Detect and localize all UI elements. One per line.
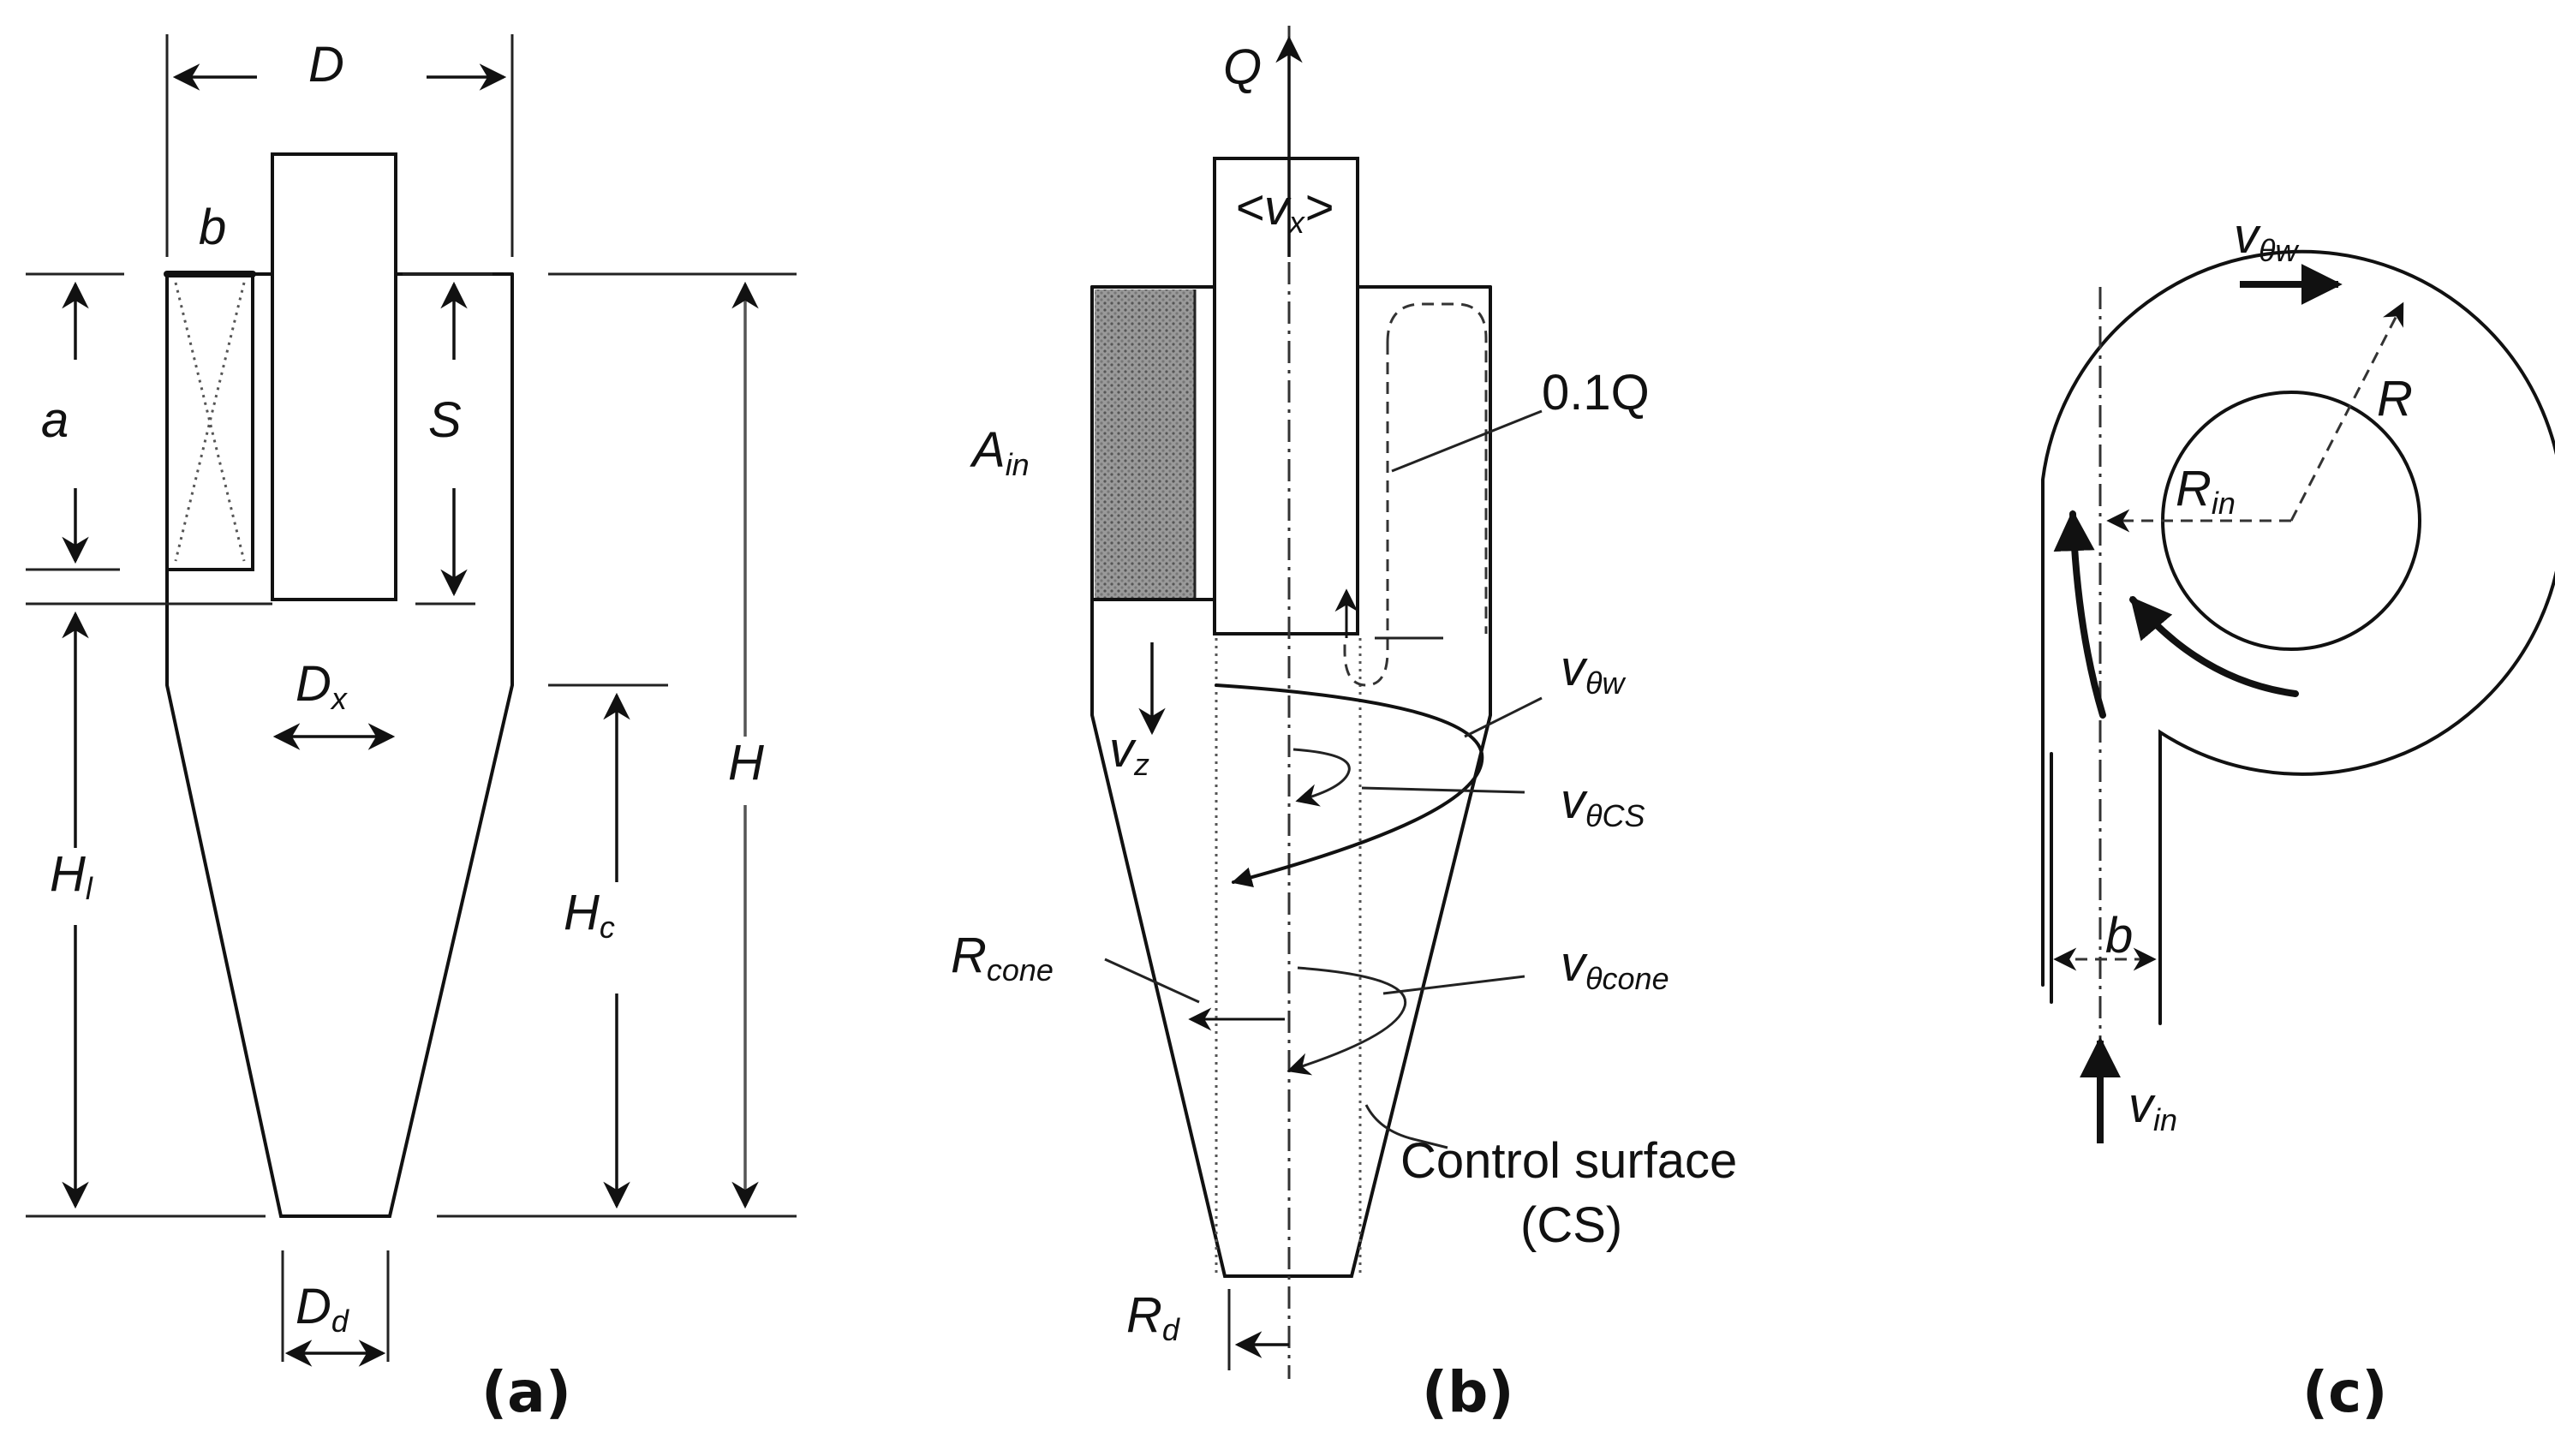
label-vtw-c: vθw [2234,208,2300,268]
label-Hc: Hc [564,885,615,945]
vortex-finder-a [271,152,397,601]
label-vz: vz [1109,722,1149,782]
label-vx: <vx> [1235,180,1334,240]
label-vtcone: vθcone [1561,936,1669,996]
label-b-c: b [2105,908,2133,964]
cyclone-a-outline [165,272,514,1218]
label-Rd: Rd [1126,1287,1180,1347]
label-01Q: 0.1Q [1542,365,1650,421]
vortex-finder-b [1213,157,1359,636]
label-vtcs: vθCS [1561,773,1645,833]
label-Dx: Dx [295,656,349,716]
label-a: a [41,392,69,448]
label-Ain: Ain [970,422,1030,482]
scroll-outline [2041,249,2555,1025]
label-control-surface: Control surface [1400,1133,1737,1189]
label-D: D [308,37,344,92]
label-Dd: Dd [295,1279,349,1339]
label-S: S [428,392,462,448]
short-circuit-loop [1343,302,1488,687]
inlet-area-b [1095,289,1195,600]
label-vtw-b: vθw [1561,641,1627,701]
caption-b: (b) [1422,1359,1514,1425]
label-rcone: Rcone [951,928,1054,988]
label-Rin: Rin [2176,461,2236,521]
figure-b-flow-model: Q <vx> Ain 0.1Q vθw vz vθCS Rcone vθcone… [951,26,1737,1425]
label-Q: Q [1223,39,1262,95]
label-b-a: b [199,200,226,255]
spiral-wall-flow [1215,683,1484,888]
label-Hl: Hl [50,846,93,906]
label-cs: (CS) [1520,1197,1622,1253]
caption-c: (c) [2302,1359,2387,1425]
label-H: H [728,735,764,791]
label-R: R [2377,371,2413,427]
figure-a-cyclone-dimensions: D b a S Dx Hl Hc H Dd (a) [26,34,797,1425]
caption-a: (a) [481,1359,571,1425]
label-vin: vin [2128,1077,2177,1137]
inlet-box-a [165,272,254,571]
figure-c-top-view: vθw R Rin b vin (c) [2041,208,2555,1425]
